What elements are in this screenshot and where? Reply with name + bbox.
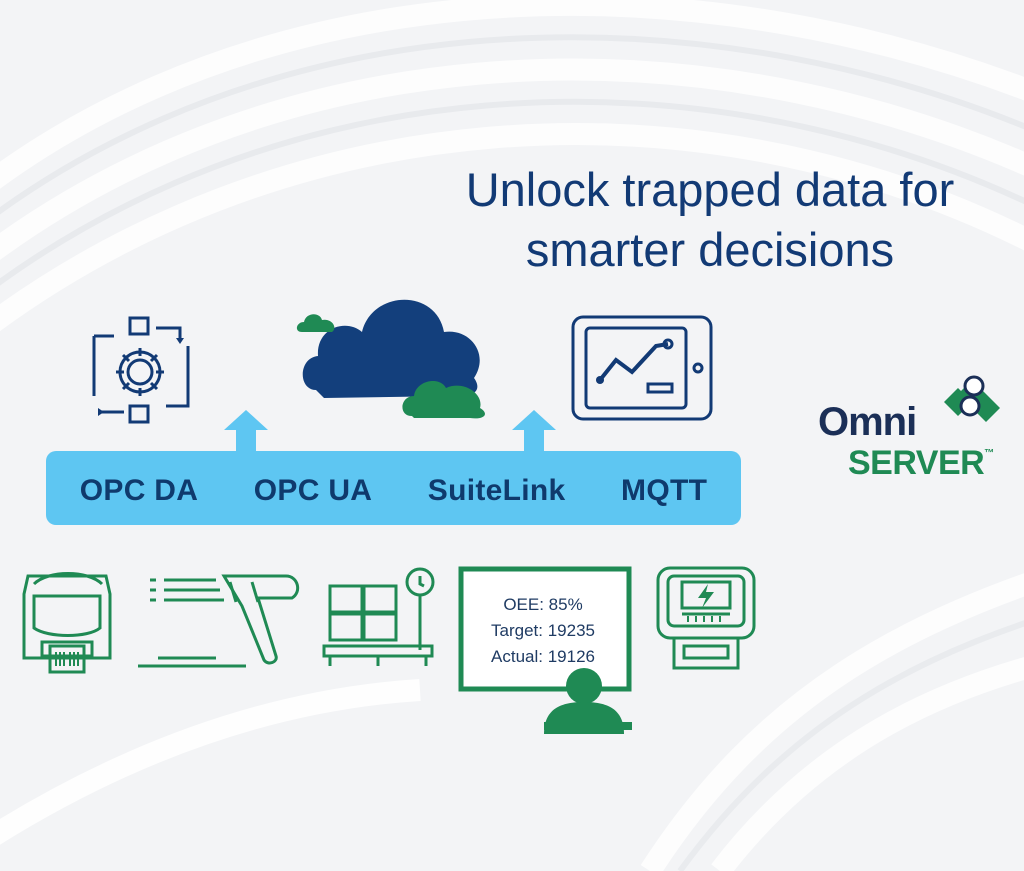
oee-screen-text: OEE: 85% Target: 19235 Actual: 19126 [468,592,618,670]
logo-server-text: SERVER [848,444,985,482]
headline-line-2: smarter decisions [525,223,895,276]
arrow-up-icon [512,410,556,452]
cloud-icon [296,299,485,419]
trend-monitor-icon [571,315,713,421]
logo-word-omni: Omni [818,400,917,444]
logo-word-server: SERVER™ [848,444,994,483]
target-value: Target: 19235 [491,621,595,640]
protocol-opc-ua: OPC UA [253,474,373,507]
protocol-mqtt: MQTT [621,474,708,507]
headline: Unlock trapped data for smarter decision… [400,160,1020,280]
actual-value: Actual: 19126 [491,647,595,666]
energy-meter-icon [656,566,756,670]
protocol-suitelink: SuiteLink [427,474,566,507]
omniserver-logo: Omni SERVER™ [818,372,1004,482]
label-printer-icon [22,572,112,674]
protocol-bar: OPC DA OPC UA SuiteLink MQTT [46,451,741,525]
headline-line-1: Unlock trapped data for [465,163,955,216]
oee-value: OEE: 85% [503,595,583,614]
gear-process-icon [92,316,190,424]
logo-mark-icon [944,375,1000,422]
protocol-opc-da: OPC DA [79,474,199,507]
pallet-scale-icon [322,567,435,666]
trademark-symbol: ™ [984,448,994,459]
operator-monitor-icon [458,566,632,734]
barcode-scanner-icon [138,574,300,668]
arrow-up-icon [224,410,268,452]
